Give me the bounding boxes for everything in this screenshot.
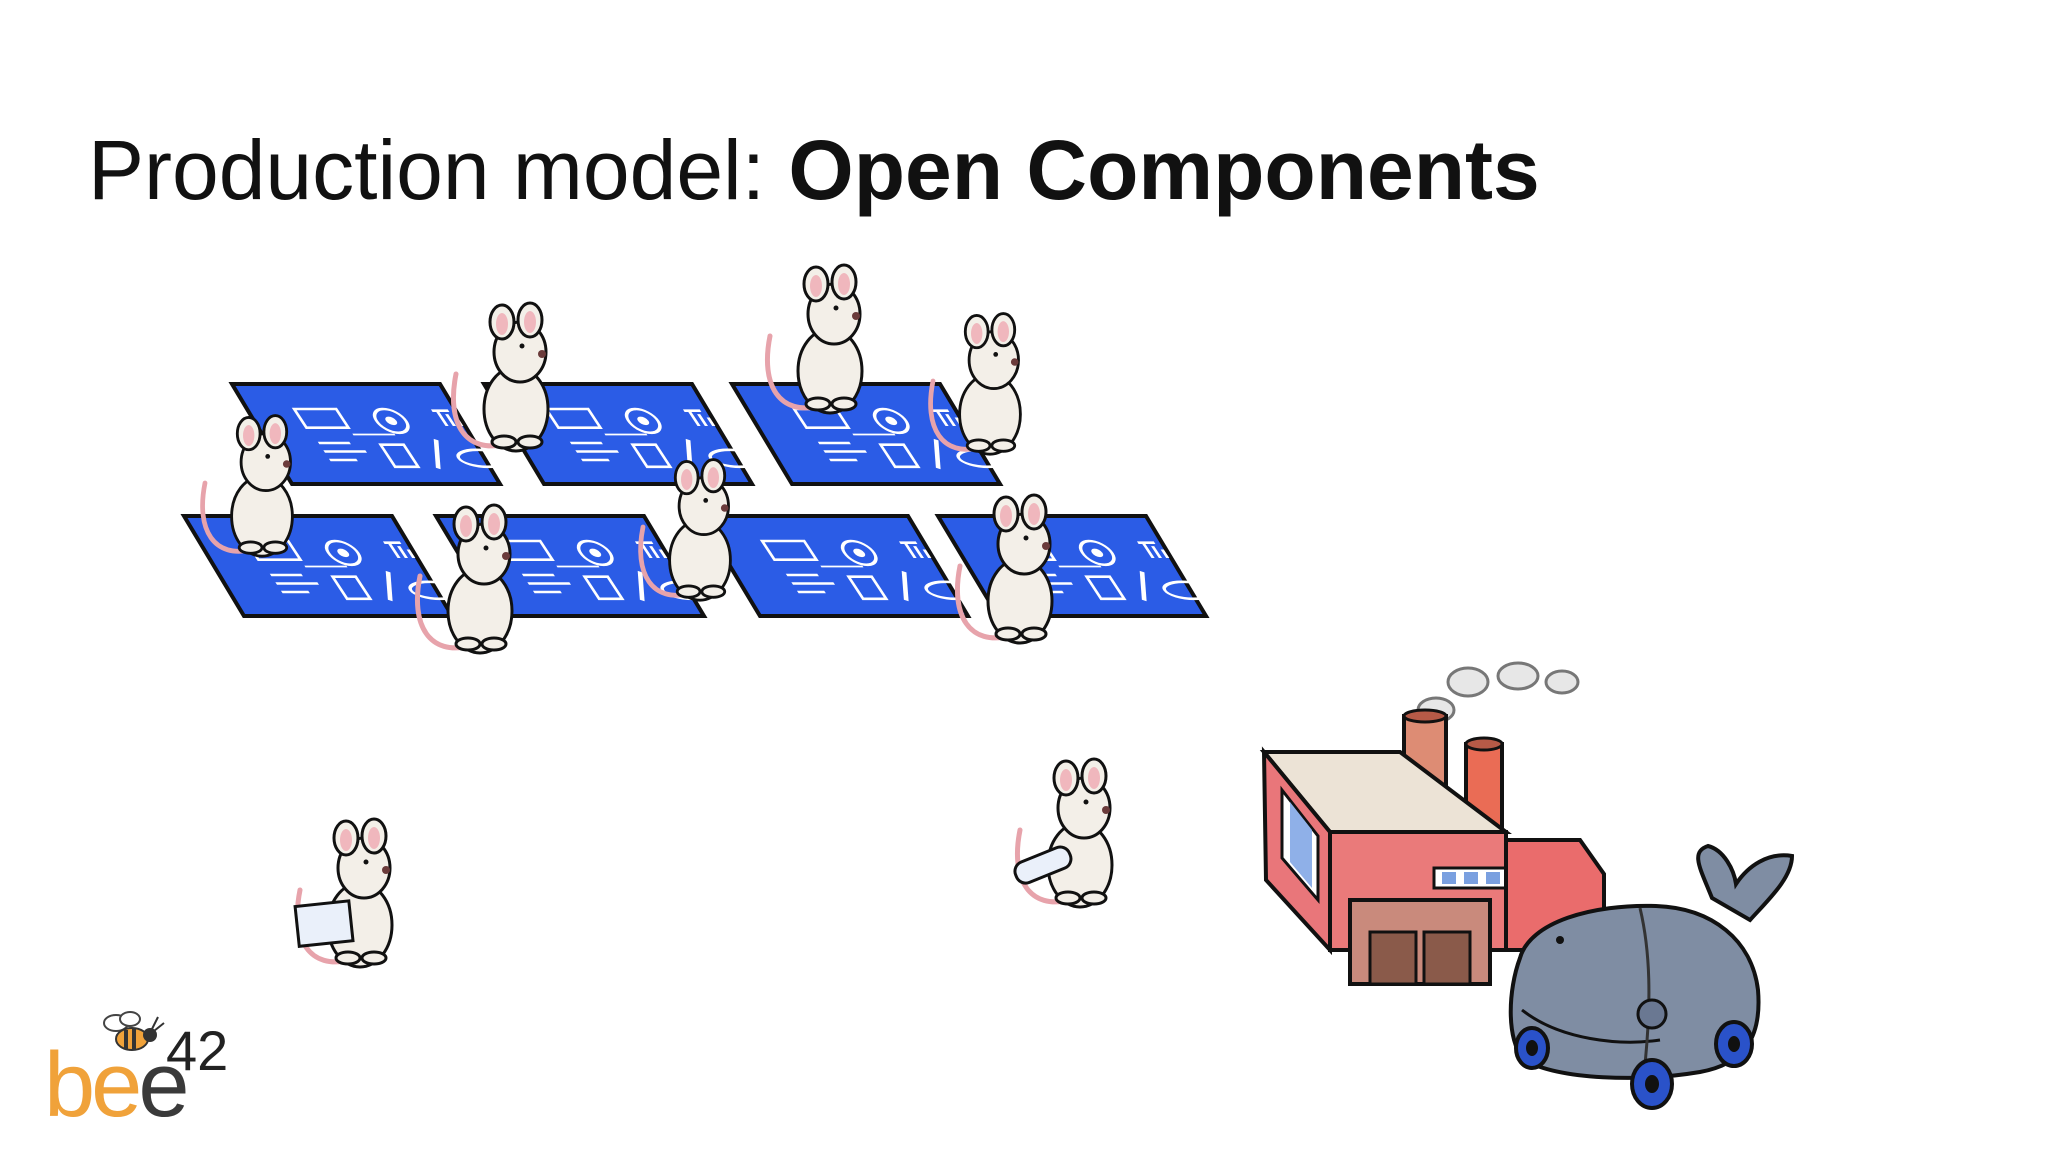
- mouse-walking-scroll: [1013, 759, 1112, 907]
- bee-icon: [103, 1011, 165, 1051]
- blueprint-bottom-4: [934, 514, 1218, 618]
- logo-superscript: 42: [166, 1019, 229, 1082]
- title-prefix: Production model:: [88, 123, 789, 217]
- logo-wordmark: bee: [44, 1039, 190, 1131]
- factory: [1259, 661, 1606, 986]
- blueprint-bottom-3: [696, 514, 980, 618]
- bee42-logo: bee 42: [44, 1005, 254, 1135]
- title-emphasis: Open Components: [788, 123, 1540, 217]
- blueprint-bottom-1: [180, 514, 464, 618]
- slide-title: Production model: Open Components: [88, 122, 1540, 219]
- mouse-walking-tablet: [293, 819, 392, 967]
- whale-robot: [1508, 843, 1795, 1110]
- logo-letter-e2: e: [138, 1034, 189, 1136]
- logo-letter-e1: e: [91, 1034, 142, 1136]
- logo-letter-b: b: [44, 1034, 95, 1136]
